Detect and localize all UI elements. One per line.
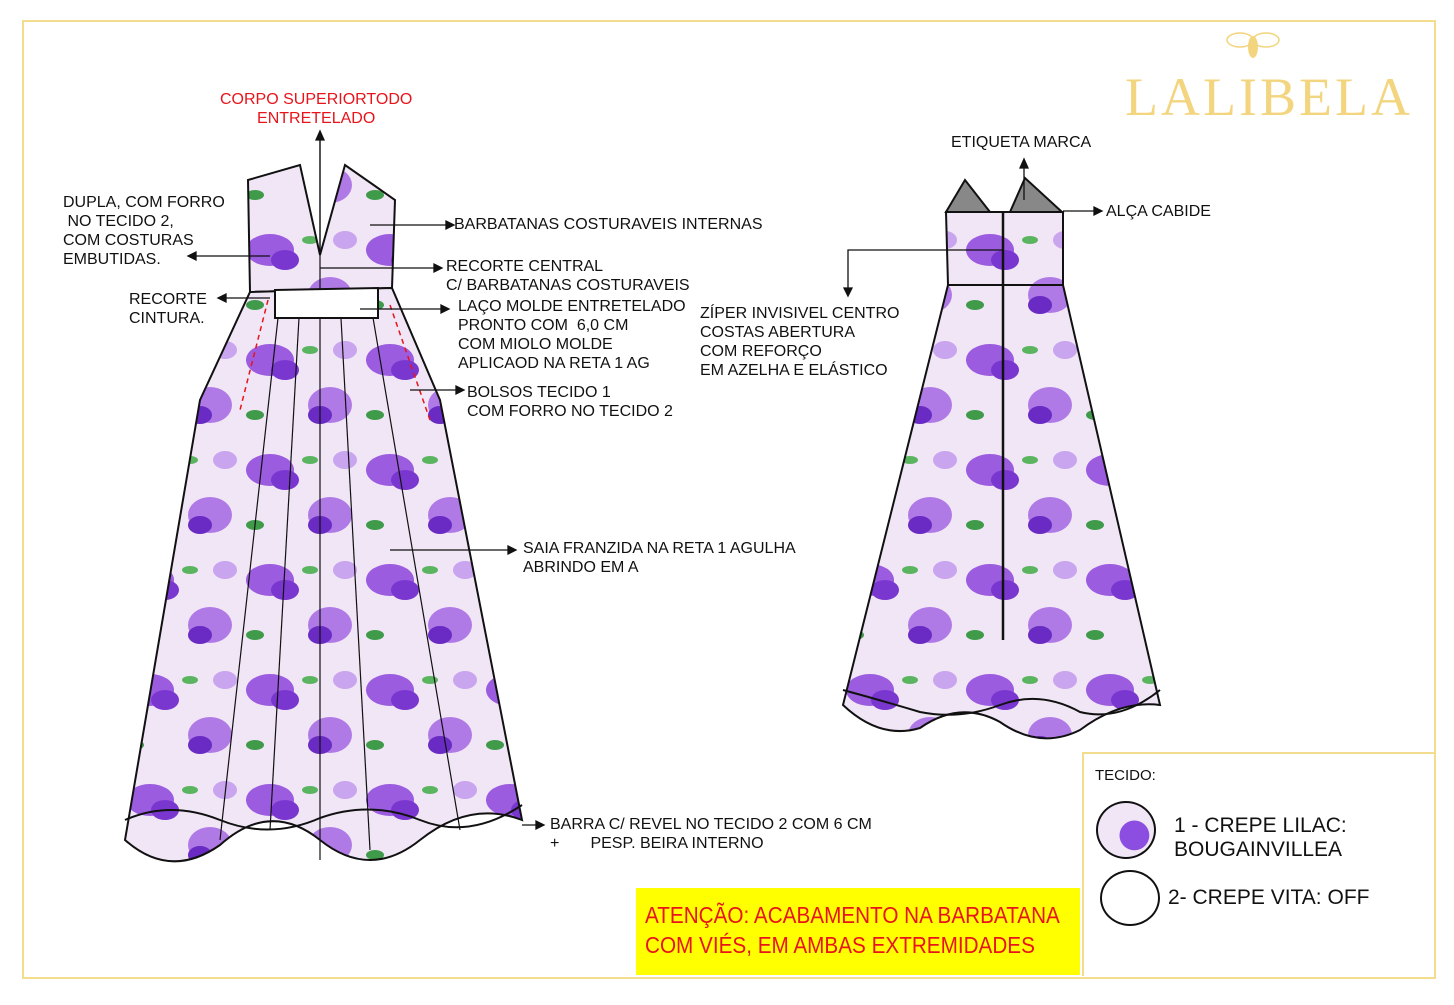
label-recorte-central: RECORTE CENTRAL C/ BARBATANAS COSTURAVEI… (446, 258, 690, 294)
warning-line-2: COM VIÉS, EM AMBAS EXTREMIDADES (645, 932, 1035, 958)
fabric-legend: TECIDO: 1 - CREPE LILAC: BOUGAINVILLEA 2… (1082, 752, 1434, 976)
warning-box: ATENÇÃO: ACABAMENTO NA BARBATANA COM VIÉ… (636, 888, 1080, 975)
back-dress (841, 176, 1162, 740)
brand-logo: LALIBELA (1125, 67, 1413, 127)
legend-title: TECIDO: (1095, 767, 1156, 784)
warning-line-1: ATENÇÃO: ACABAMENTO NA BARBATANA (645, 902, 1060, 928)
label-etiqueta: ETIQUETA MARCA (951, 134, 1092, 151)
label-bolsos: BOLSOS TECIDO 1 COM FORRO NO TECIDO 2 (467, 384, 673, 420)
swatch-off (1100, 870, 1160, 926)
label-alca: ALÇA CABIDE (1106, 203, 1211, 220)
label-saia: SAIA FRANZIDA NA RETA 1 AGULHA ABRINDO E… (523, 540, 796, 576)
label-corpo-superior: CORPO SUPERIORTODO ENTRETELADO (220, 91, 413, 127)
label-laco: LAÇO MOLDE ENTRETELADO PRONTO COM 6,0 CM… (458, 298, 686, 372)
label-barbatanas: BARBATANAS COSTURAVEIS INTERNAS (454, 216, 763, 233)
leader-arrows (186, 129, 1104, 831)
legend-item-2: 2- CREPE VITA: OFF (1168, 886, 1370, 909)
label-ziper: ZÍPER INVISIVEL CENTRO COSTAS ABERTURA C… (700, 305, 900, 379)
page-border (22, 20, 1436, 979)
bee-icon (1226, 32, 1280, 58)
label-barra: BARRA C/ REVEL NO TECIDO 2 COM 6 CM + PE… (550, 816, 872, 852)
label-dupla-forro: DUPLA, COM FORRO NO TECIDO 2, COM COSTUR… (63, 194, 225, 268)
front-dress (123, 135, 524, 863)
swatch-lilac (1096, 801, 1156, 859)
label-recorte-cintura: RECORTE CINTURA. (129, 291, 207, 327)
legend-item-1: 1 - CREPE LILAC: BOUGAINVILLEA (1174, 814, 1347, 861)
